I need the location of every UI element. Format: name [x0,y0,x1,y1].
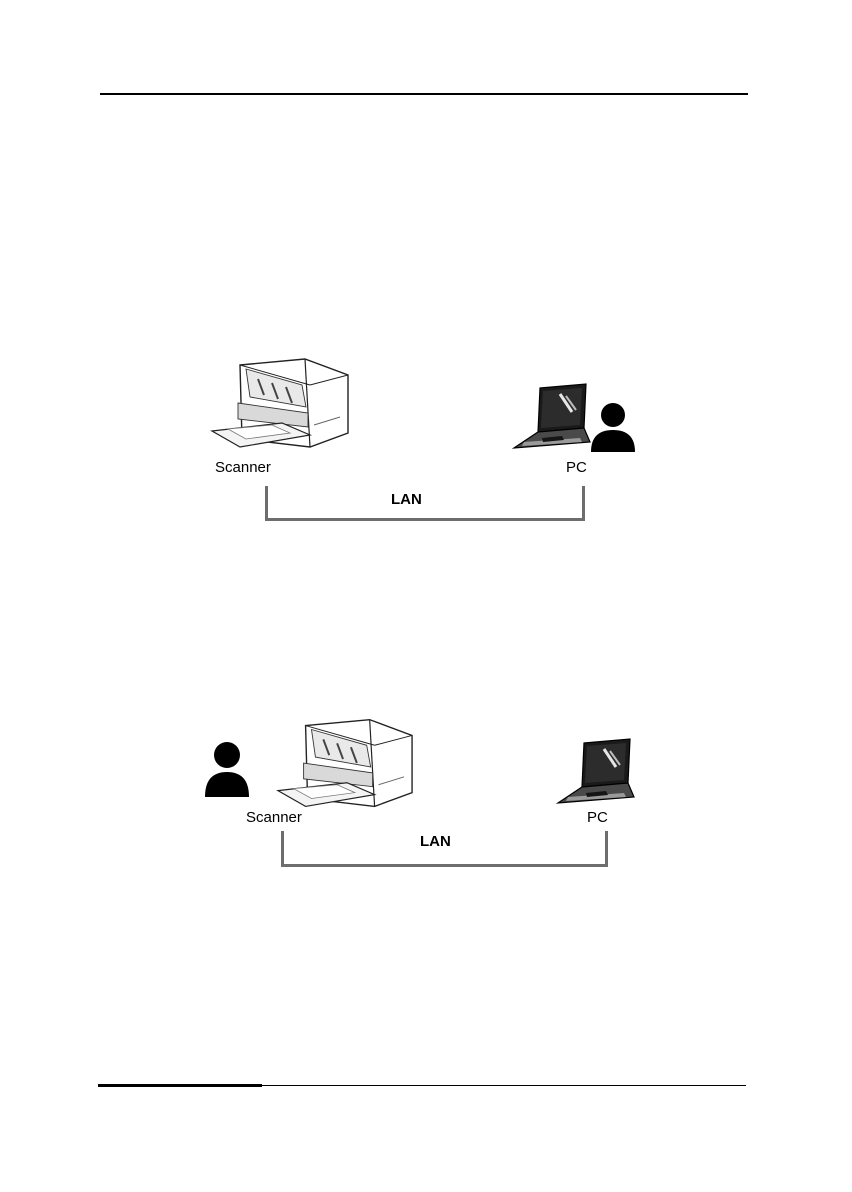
diagram-scanner-user: Scanner PC LAN [0,0,852,880]
scanner-label: Scanner [246,809,302,827]
footer-rule [98,1085,746,1086]
lan-label: LAN [420,833,451,851]
laptop-icon [554,737,636,805]
user-icon [204,741,250,797]
pc-label: PC [587,809,608,827]
scanner-icon [276,715,416,815]
